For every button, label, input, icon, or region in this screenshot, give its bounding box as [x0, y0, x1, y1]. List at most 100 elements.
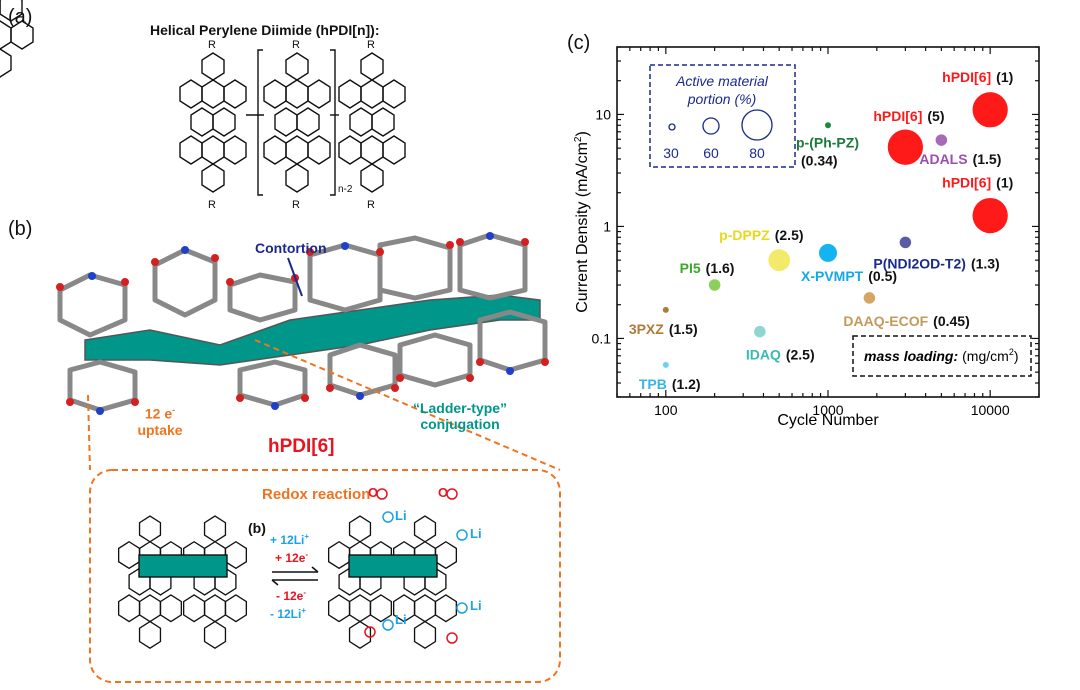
r-label: R	[292, 39, 300, 51]
bubble-label: p-DPPZ (2.5)	[719, 227, 803, 243]
bubble-label: hPDI[6] (5)	[873, 108, 944, 124]
ladder-label: “Ladder-type” conjugation	[395, 400, 525, 432]
rev2-sup: +	[301, 606, 307, 615]
bubble-label-loading: (1.5)	[669, 321, 698, 337]
bubble-label-loading: (5)	[927, 108, 944, 124]
bubble-label-name: p-(Ph-PZ)	[796, 134, 859, 150]
li-label: Li	[395, 612, 407, 627]
repeat-label: n-2	[338, 184, 353, 195]
r-label: R	[367, 199, 375, 211]
r-label: R	[292, 199, 300, 211]
forward-e: + 12e-	[275, 550, 308, 565]
bubble-label-name: hPDI[6]	[942, 175, 991, 191]
r-label: R	[208, 199, 216, 211]
equilibrium-arrows	[271, 566, 319, 586]
bubble-label: p-(Ph-PZ)(0.34)	[796, 134, 859, 168]
panel-c-label: (c)	[567, 32, 591, 54]
y-axis-title-sup: 2	[573, 136, 584, 142]
panel-a-label: (a)	[8, 6, 33, 28]
bubble-label: TPB(1.2)	[639, 376, 701, 392]
bubble-point	[863, 292, 876, 304]
bubble-label-name: PI5	[680, 260, 701, 276]
bubble-label-name: 3PXZ	[629, 321, 664, 337]
y-axis-title-end: )	[574, 131, 591, 136]
zoom-guide-right	[254, 339, 561, 471]
uptake-line1: 12 e	[144, 405, 173, 422]
bubble-label-name: IDAQ	[746, 347, 781, 363]
bubble-label-name: p-DPPZ	[719, 227, 770, 243]
bubble-label: IDAQ(2.5)	[746, 347, 815, 363]
x-tick-label: 100	[654, 402, 678, 418]
reverse-li: - 12Li+	[270, 606, 306, 621]
bubble-point	[899, 236, 912, 249]
bubble-label-loading: (1.6)	[706, 260, 735, 276]
r-label: R	[208, 39, 216, 51]
bubble-label-name: DAAQ-ECOF	[843, 313, 928, 329]
y-tick-label: 0.1	[592, 330, 612, 346]
bubble-point	[887, 129, 924, 165]
li-label: Li	[395, 508, 407, 523]
bubble-label-loading: (1.3)	[971, 255, 1000, 271]
mass-loading-box	[852, 335, 1032, 377]
bubble-label-name: X-PVMPT	[801, 268, 864, 284]
bubble-label-name: P(NDI2OD-T2)	[873, 255, 966, 271]
bubble-label-name: hPDI[6]	[942, 69, 991, 85]
bubble-point	[754, 325, 766, 338]
contortion-label: Contortion	[255, 240, 327, 256]
ladder-line1: “Ladder-type”	[412, 400, 508, 416]
legend-title-2: portion (%)	[687, 91, 756, 107]
rev1-sup: -	[303, 588, 307, 597]
bubble-label-name: hPDI[6]	[873, 108, 922, 124]
bubble-point	[825, 122, 831, 129]
molecule-name: hPDI[6]	[268, 436, 335, 457]
fwd2: + 12e	[275, 551, 306, 565]
bubble-point	[768, 249, 791, 272]
r-label: R	[367, 39, 375, 51]
bubble-label-loading: (0.45)	[933, 313, 970, 329]
mass-loading-text: mass loading:(mg/cm2)	[864, 347, 1019, 364]
li-label: Li	[470, 598, 482, 613]
legend-bubble-medium	[702, 117, 720, 135]
legend-bubble-large	[741, 109, 773, 141]
y-tick-label: 10	[595, 106, 611, 122]
redox-reactant-structure	[117, 515, 248, 649]
rev2: - 12Li	[270, 607, 302, 621]
bubble-label-loading: (0.5)	[868, 268, 897, 284]
li-markers	[364, 488, 468, 644]
fwd1: + 12Li	[270, 533, 305, 547]
pdi-atom-labels: R R R R R R n-2	[208, 39, 375, 211]
bubble-label-name: ADALS	[919, 151, 967, 167]
pdi-structure	[0, 0, 406, 196]
panel-b-label: (b)	[8, 218, 33, 240]
bubble-label-loading: (2.5)	[775, 227, 804, 243]
bubble-label: hPDI[6](1)	[942, 175, 1013, 191]
rev1: - 12e	[276, 589, 304, 603]
bubble-label-loading: (1)	[996, 69, 1013, 85]
oxygen-label: O	[438, 485, 449, 500]
x-axis-title: Cycle Number	[777, 412, 879, 429]
legend-size-30: 30	[663, 145, 679, 161]
bubble-label: 3PXZ (1.5)	[629, 321, 698, 337]
bubble-point	[972, 92, 1008, 128]
legend-size-80: 80	[749, 145, 765, 161]
bubble-labels: hPDI[6](1)hPDI[6](5)hPDI[6](1)ADALS(1.5)…	[629, 69, 1013, 392]
bubble-label-loading: (1.2)	[672, 376, 701, 392]
molecular-model	[56, 232, 549, 415]
mass-loading-label: mass loading:	[864, 348, 958, 364]
bubble-label: DAAQ-ECOF (0.45)	[843, 313, 969, 329]
inner-b-label: (b)	[248, 520, 266, 536]
fwd1-sup: +	[304, 532, 310, 541]
bubble-label-loading: (1.5)	[973, 151, 1002, 167]
legend-bubble-small	[668, 123, 676, 131]
redox-box	[89, 469, 561, 683]
ladder-line2: conjugation	[420, 416, 500, 432]
y-axis-title: Current Density (mA/cm2)	[573, 131, 591, 313]
li-label: Li	[470, 526, 482, 541]
bubble-point	[708, 279, 721, 291]
bubble-point	[972, 197, 1008, 234]
redox-title: Redox reaction	[262, 486, 371, 503]
bubble-label: X-PVMPT(0.5)	[801, 268, 897, 284]
